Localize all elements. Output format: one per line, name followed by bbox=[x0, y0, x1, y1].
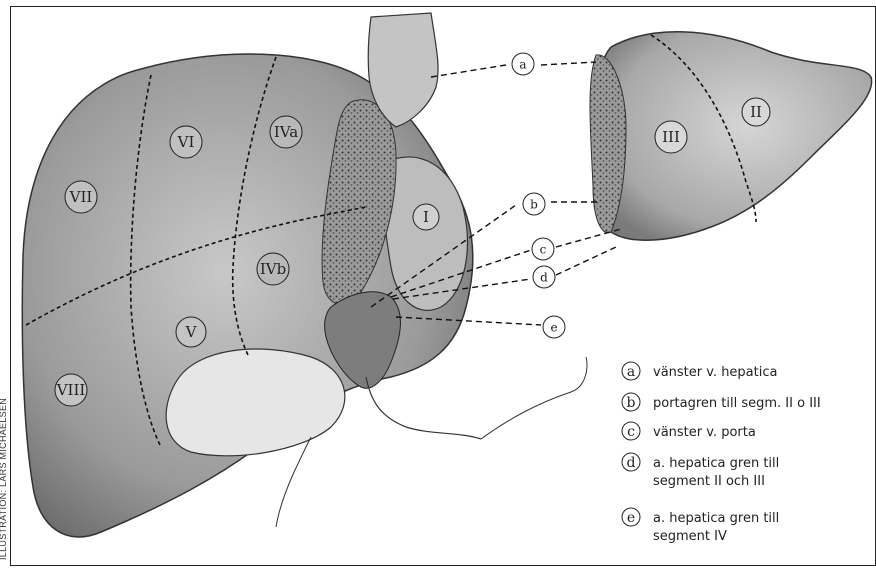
legend-text-c: vänster v. porta bbox=[653, 425, 756, 440]
hepatic-duct-line bbox=[366, 377, 481, 439]
legend-item-b: b portagren till segm. II o III bbox=[622, 393, 821, 411]
callout-a: a bbox=[519, 58, 526, 72]
callout-d: d bbox=[540, 271, 548, 285]
legend-item-a: a vänster v. hepatica bbox=[622, 362, 777, 380]
legend-key-e: e bbox=[627, 510, 635, 526]
legend-key-a: a bbox=[627, 364, 635, 380]
callout-b: b bbox=[530, 198, 538, 212]
legend-key-c: c bbox=[627, 424, 635, 440]
segment-label-VIII: VIII bbox=[56, 381, 86, 399]
callout-c: c bbox=[540, 243, 547, 257]
segment-label-IVa: IVa bbox=[274, 123, 298, 141]
legend-item-d: d a. hepatica gren till segment II och I… bbox=[622, 453, 779, 489]
illustration-credit: ILLUSTRATION: LARS MICHAELSEN bbox=[0, 398, 8, 560]
gallbladder bbox=[166, 349, 345, 456]
legend-item-c: c vänster v. porta bbox=[622, 422, 756, 440]
legend: a vänster v. hepatica b portagren till s… bbox=[622, 362, 821, 544]
legend-item-e: e a. hepatica gren till segment IV bbox=[622, 508, 779, 544]
duct-branch-line bbox=[481, 357, 587, 439]
cystic-duct-line bbox=[276, 437, 311, 527]
segment-label-V: V bbox=[185, 323, 198, 341]
legend-text-e-line2: segment IV bbox=[653, 529, 727, 544]
legend-key-d: d bbox=[627, 455, 636, 471]
legend-key-b: b bbox=[627, 395, 636, 411]
segment-label-II: II bbox=[750, 103, 762, 121]
legend-text-e-line1: a. hepatica gren till bbox=[653, 511, 779, 526]
segment-label-III: III bbox=[662, 128, 680, 146]
segment-label-IVb: IVb bbox=[260, 260, 286, 278]
segment-label-VII: VII bbox=[69, 188, 93, 206]
liver-diagram: II III I IVa IVb V VI VII VIII a b c bbox=[11, 7, 875, 565]
segment-label-VI: VI bbox=[177, 133, 195, 151]
callout-markers: a b c d e bbox=[512, 53, 565, 338]
legend-text-a: vänster v. hepatica bbox=[653, 365, 777, 380]
callout-e: e bbox=[550, 321, 557, 335]
illustration-frame: II III I IVa IVb V VI VII VIII a b c bbox=[10, 6, 876, 566]
legend-text-b: portagren till segm. II o III bbox=[653, 396, 821, 411]
legend-text-d-line2: segment II och III bbox=[653, 474, 765, 489]
legend-text-d-line1: a. hepatica gren till bbox=[653, 456, 779, 471]
segment-label-I: I bbox=[423, 208, 429, 226]
left-lobe bbox=[597, 32, 872, 240]
